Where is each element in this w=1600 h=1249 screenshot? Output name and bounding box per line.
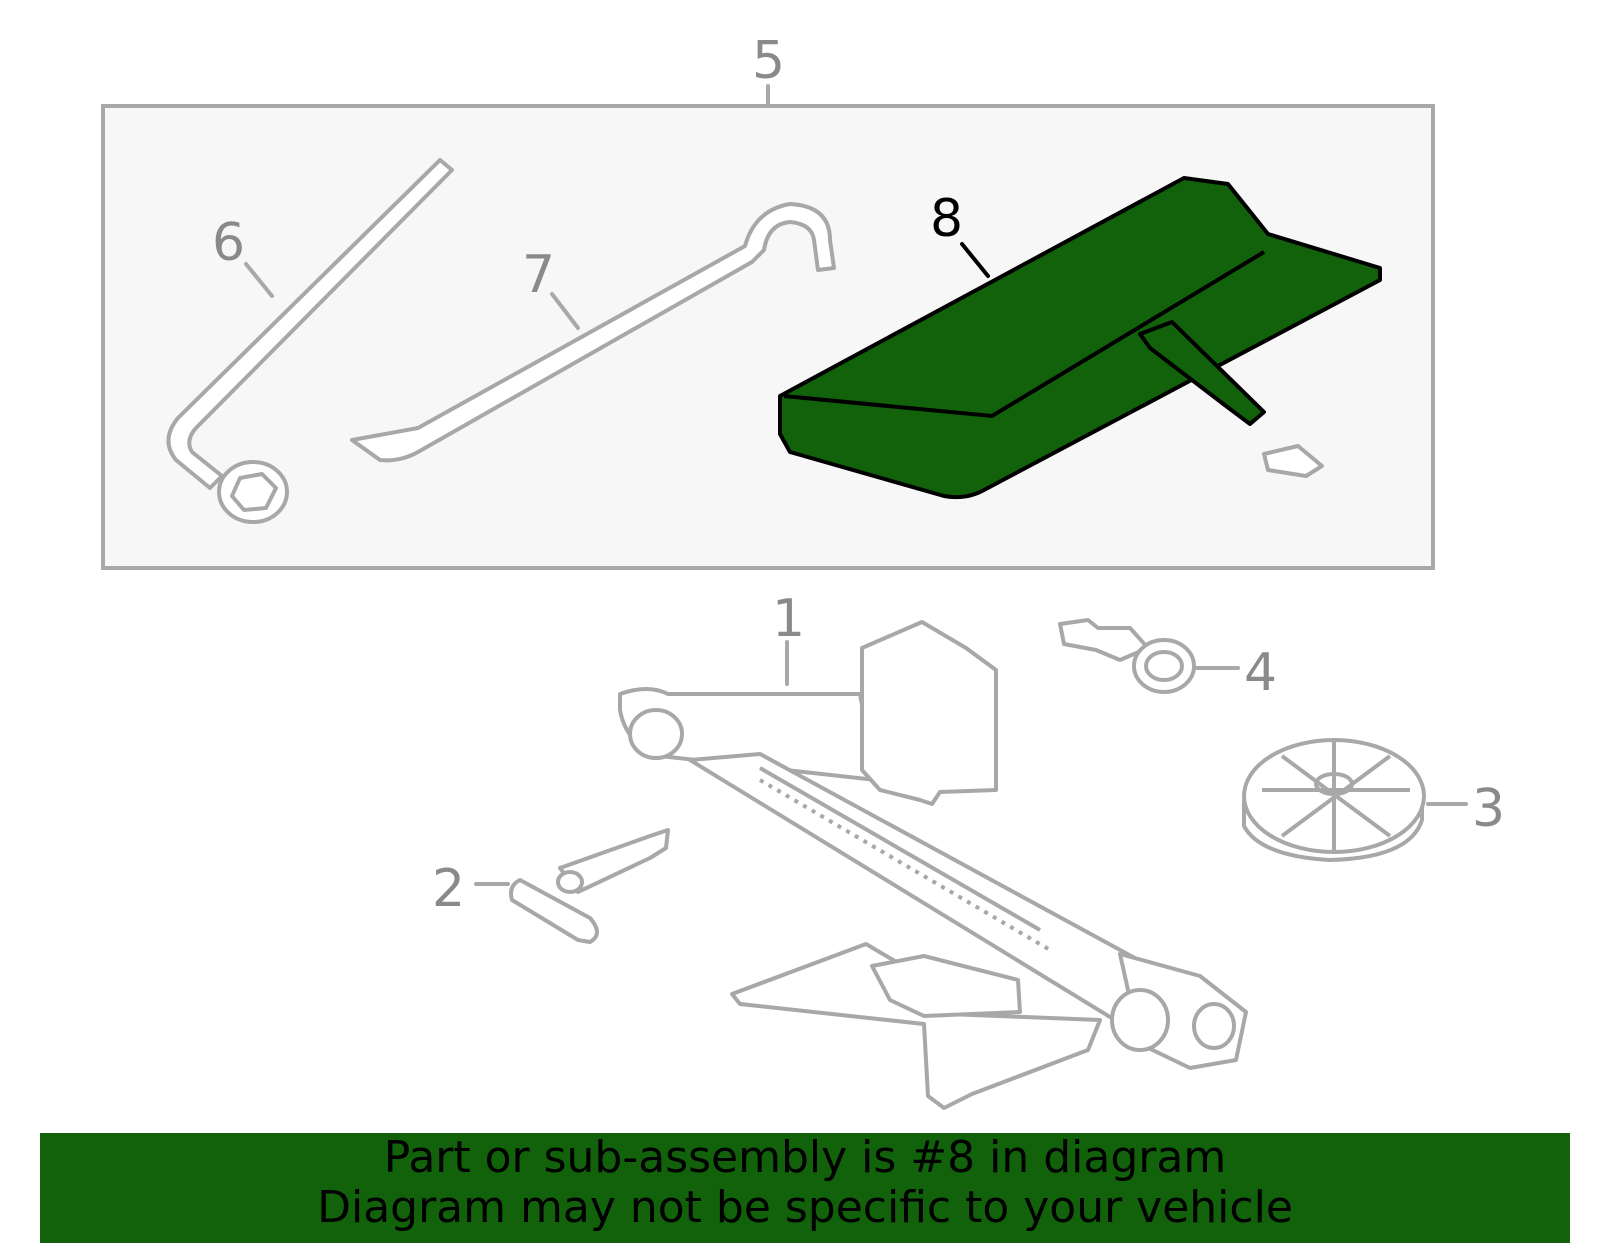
callout-3[interactable]: 3 [1472, 779, 1505, 839]
bolt-part-2[interactable] [509, 828, 670, 944]
callout-8[interactable]: 8 [930, 189, 963, 249]
callout-6-leader [244, 262, 274, 298]
hold-down-part-3[interactable] [1242, 738, 1426, 862]
callout-5[interactable]: 5 [752, 31, 785, 91]
callout-8-leader [960, 242, 990, 278]
callout-1[interactable]: 1 [772, 589, 805, 649]
notice-banner: Part or sub-assembly is #8 in diagram Di… [40, 1133, 1570, 1243]
banner-line-1: Part or sub-assembly is #8 in diagram [383, 1132, 1227, 1183]
callout-2[interactable]: 2 [432, 859, 465, 919]
tool-bag-part-8[interactable] [778, 176, 1382, 500]
callout-7-leader [550, 292, 580, 330]
scissor-jack-part-1[interactable] [618, 620, 1248, 1110]
jack-handle-part-7[interactable] [350, 202, 836, 463]
callout-6[interactable]: 6 [212, 213, 245, 273]
tool-bag-tag [1262, 444, 1324, 478]
banner-line-2: Diagram may not be specific to your vehi… [317, 1182, 1293, 1233]
lug-wrench-part-6[interactable] [166, 158, 454, 524]
callout-7[interactable]: 7 [522, 245, 555, 305]
callout-4[interactable]: 4 [1244, 643, 1277, 703]
eye-bolt-part-4[interactable] [1058, 618, 1196, 694]
